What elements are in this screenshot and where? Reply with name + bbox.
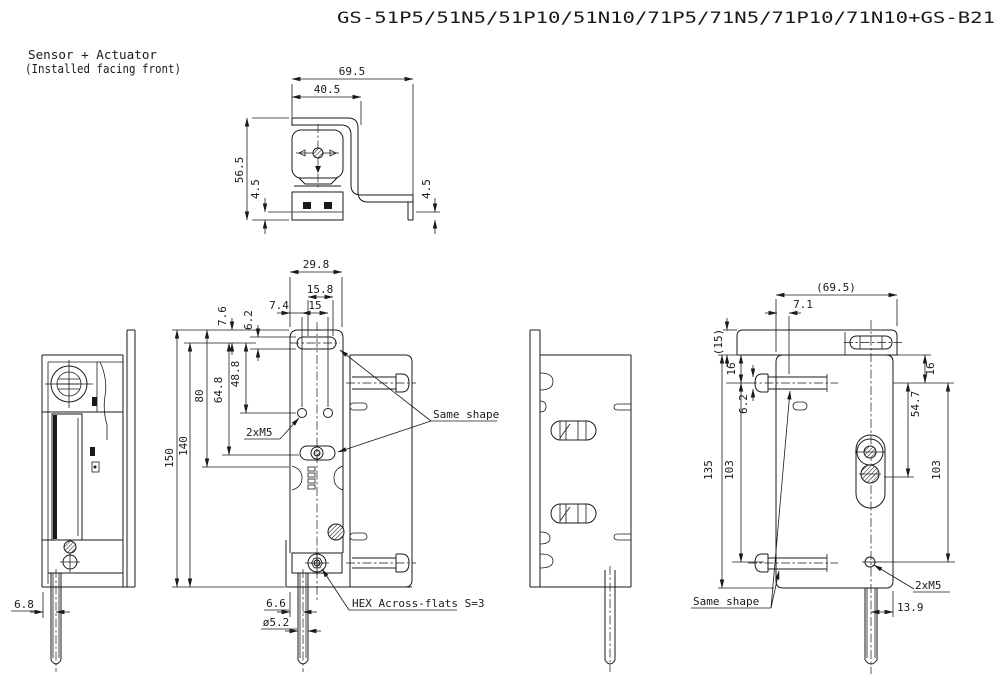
dim-top-tab-left: 4.5 [249,179,262,199]
indicator-window [303,202,311,209]
dim-front-64-8: 64.8 [212,377,225,404]
right-view-geometry [736,320,902,674]
dim-front-140: 140 [177,436,190,456]
dim-front-cable-offset: 6.6 [266,597,286,610]
dim-right-slot-width: 6.2 [737,394,750,414]
left-side-view: 6.8 [11,329,136,672]
label-right-holes: 2xM5 [915,579,942,592]
dim-right-cable-offset: 13.9 [897,601,924,614]
dim-top-total: 69.5 [339,65,366,78]
side-view-geometry [529,329,632,672]
top-view: 69.5 40.5 56.5 4.5 4.5 [233,65,440,234]
sensor-body-top [291,129,344,179]
slot-screw-lower [550,503,597,524]
lower-mount-slot [299,445,336,461]
front-view-geometry [285,322,416,672]
right-view-dimensions: (69.5) 7.1 (15) 16 6.2 135 103 16 [691,281,955,617]
dim-right-slot-offset: 7.1 [793,298,813,311]
dim-front-hole-pitch: 15 [308,299,321,312]
top-view-geometry [291,117,414,221]
pivot-slot [855,434,886,509]
label-right-same-shape: Same shape [693,595,759,608]
set-screw-left [63,540,77,554]
dim-front-slot-top-offset: 7.6 [216,306,229,326]
indicator-window [324,202,332,209]
dim-right-16-right: 16 [924,362,937,375]
slot-screw-upper [550,420,597,441]
left-view-dimensions: 6.8 [11,592,70,618]
dim-front-48-8: 48.8 [229,361,242,388]
drawing-title: GS-51P5/51N5/51P10/51N10/71P5/71N5/71P10… [337,8,995,27]
label-front-hex: HEX Across-flats S=3 [352,597,484,610]
dim-left-cable-offset: 6.8 [14,598,34,611]
dim-top-tab-right: 4.5 [420,179,433,199]
dim-right-103-right: 103 [930,460,943,480]
dim-right-flange-height: (15) [712,329,725,356]
top-view-dimensions: 69.5 40.5 56.5 4.5 4.5 [233,65,440,234]
dim-front-slot-length: 15.8 [307,283,334,296]
dim-front-slot-width: 6.2 [242,310,255,330]
front-view-dimensions: 29.8 15.8 7.4 15 7.6 6.2 150 140 80 64.8 [163,258,499,634]
label-front-same-shape: Same shape [433,408,499,421]
right-side-view: (69.5) 7.1 (15) 16 6.2 135 103 16 [691,281,955,674]
dim-top-sensor: 40.5 [314,83,341,96]
note-line1: Sensor + Actuator [28,47,157,62]
front-view: 29.8 15.8 7.4 15 7.6 6.2 150 140 80 64.8 [163,258,499,672]
dim-right-103-left: 103 [723,460,736,480]
dim-top-depth: 56.5 [233,157,246,184]
left-view-geometry [41,329,136,672]
dim-front-80: 80 [193,389,206,402]
dim-right-54-7: 54.7 [909,391,922,418]
m5-hole-left [297,408,307,418]
dim-right-16-left: 16 [725,362,738,375]
dim-front-hole-offset: 7.4 [269,299,289,312]
adjuster-knob-top [312,147,324,159]
dim-right-total: (69.5) [816,281,856,294]
dim-right-135: 135 [702,460,715,480]
m5-hole-right [323,408,333,418]
dim-front-cable-dia: ø5.2 [263,616,290,629]
note-line2: (Installed facing front) [25,61,181,76]
dim-front-150: 150 [163,448,176,468]
adjuster-knob-front [327,523,345,541]
label-front-holes: 2xM5 [246,426,273,439]
bracket-side-view [529,329,632,672]
dim-front-width: 29.8 [303,258,330,271]
